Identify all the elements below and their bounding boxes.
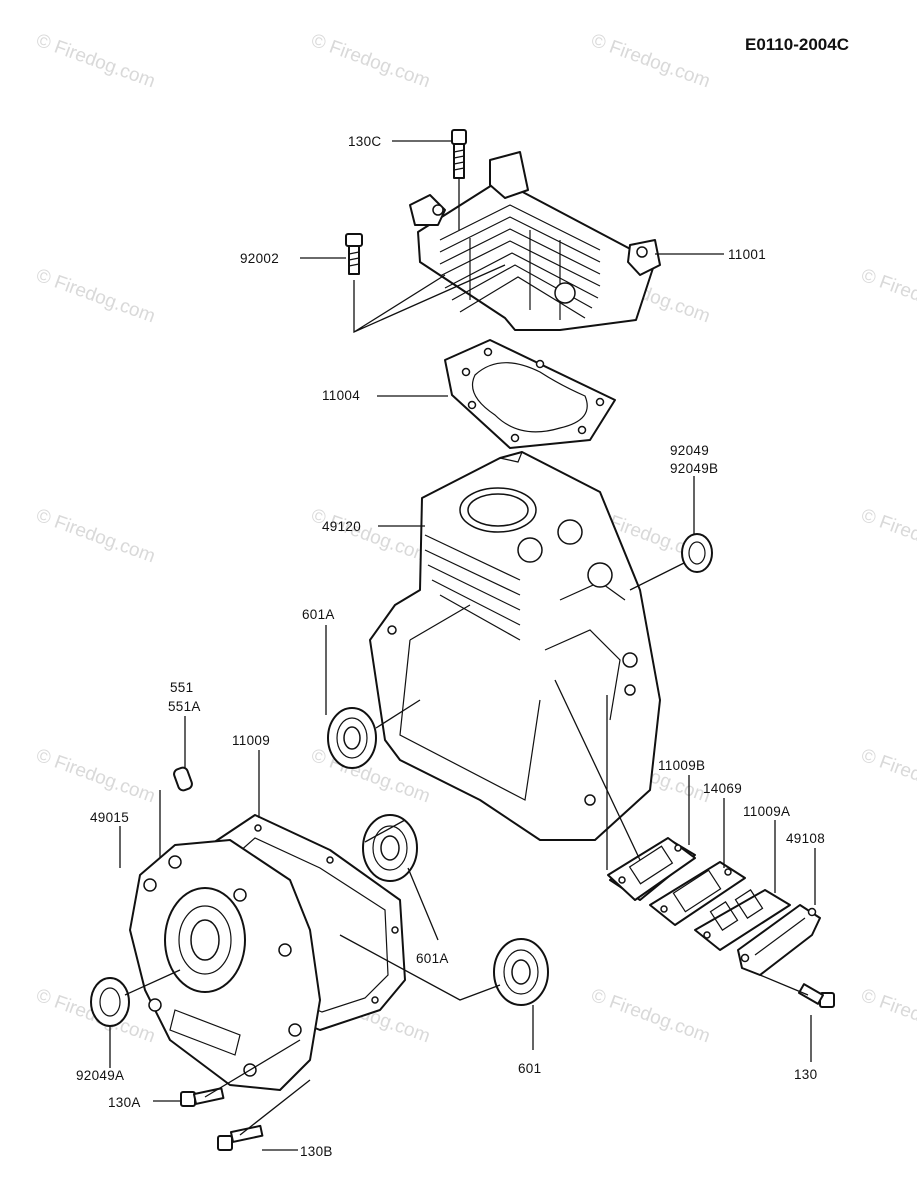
label-11001: 11001: [728, 247, 766, 262]
watermark: © Firedog.com: [858, 985, 917, 1047]
label-130C: 130C: [348, 134, 381, 149]
breather-gasket-11009B-drawing: [607, 837, 696, 901]
breather-cover-49108-drawing: [737, 904, 821, 976]
watermark: © Firedog.com: [308, 30, 433, 92]
label-92002: 92002: [240, 251, 279, 266]
bolt-130C-drawing: [451, 129, 467, 179]
label-49108: 49108: [786, 831, 825, 846]
leader-lines: [109, 140, 816, 1151]
label-601A-top: 601A: [302, 607, 335, 622]
label-14069: 14069: [703, 781, 742, 796]
watermark: © Firedog.com: [858, 505, 917, 567]
label-92049B: 92049B: [670, 461, 718, 476]
watermark: © Firedog.com: [858, 265, 917, 327]
label-49120: 49120: [322, 519, 361, 534]
bolt-130B-drawing: [217, 1124, 264, 1151]
watermark: © Firedog.com: [858, 745, 917, 807]
label-11009B: 11009B: [658, 758, 705, 773]
label-601A-mid: 601A: [416, 951, 449, 966]
bearing-601A-top-drawing: [327, 707, 377, 769]
watermark: © Firedog.com: [308, 505, 433, 567]
label-11009A: 11009A: [743, 804, 790, 819]
bolt-92002-drawing: [345, 233, 363, 275]
head-gasket-drawing: [444, 339, 616, 449]
oil-seal-92049A-drawing: [90, 977, 130, 1027]
label-92049A: 92049A: [76, 1068, 124, 1083]
watermark: © Firedog.com: [33, 30, 158, 92]
crankcase-cover-drawing: [129, 839, 321, 1091]
watermark: © Firedog.com: [33, 505, 158, 567]
watermark: © Firedog.com: [33, 265, 158, 327]
bolt-130-drawing: [797, 983, 835, 1008]
part-labels: 130C 92002 11001 11004 92049 92049B 4912…: [76, 134, 825, 1159]
bolt-130A-drawing: [180, 1087, 225, 1107]
watermark: © Firedog.com: [33, 745, 158, 807]
pin-551-drawing: [173, 766, 193, 792]
label-92049: 92049: [670, 443, 709, 458]
watermark: © Firedog.com: [588, 30, 713, 92]
label-551A: 551A: [168, 699, 201, 714]
cylinder-head-drawing: [409, 151, 661, 331]
label-130A: 130A: [108, 1095, 141, 1110]
breather-gasket-11009A-drawing: [694, 889, 791, 951]
bearing-601A-mid-drawing: [362, 814, 418, 882]
label-130B: 130B: [300, 1144, 333, 1159]
oil-seal-92049-drawing: [681, 533, 713, 573]
label-11009: 11009: [232, 733, 270, 748]
label-551: 551: [170, 680, 193, 695]
breather-plate-14069-drawing: [649, 861, 746, 926]
label-49015: 49015: [90, 810, 129, 825]
diagram-code: E0110-2004C: [745, 35, 849, 54]
label-11004: 11004: [322, 388, 360, 403]
label-130: 130: [794, 1067, 817, 1082]
crankcase-drawing: [369, 451, 661, 841]
label-601: 601: [518, 1061, 541, 1076]
bearing-601-drawing: [493, 938, 549, 1006]
watermark: © Firedog.com: [588, 985, 713, 1047]
